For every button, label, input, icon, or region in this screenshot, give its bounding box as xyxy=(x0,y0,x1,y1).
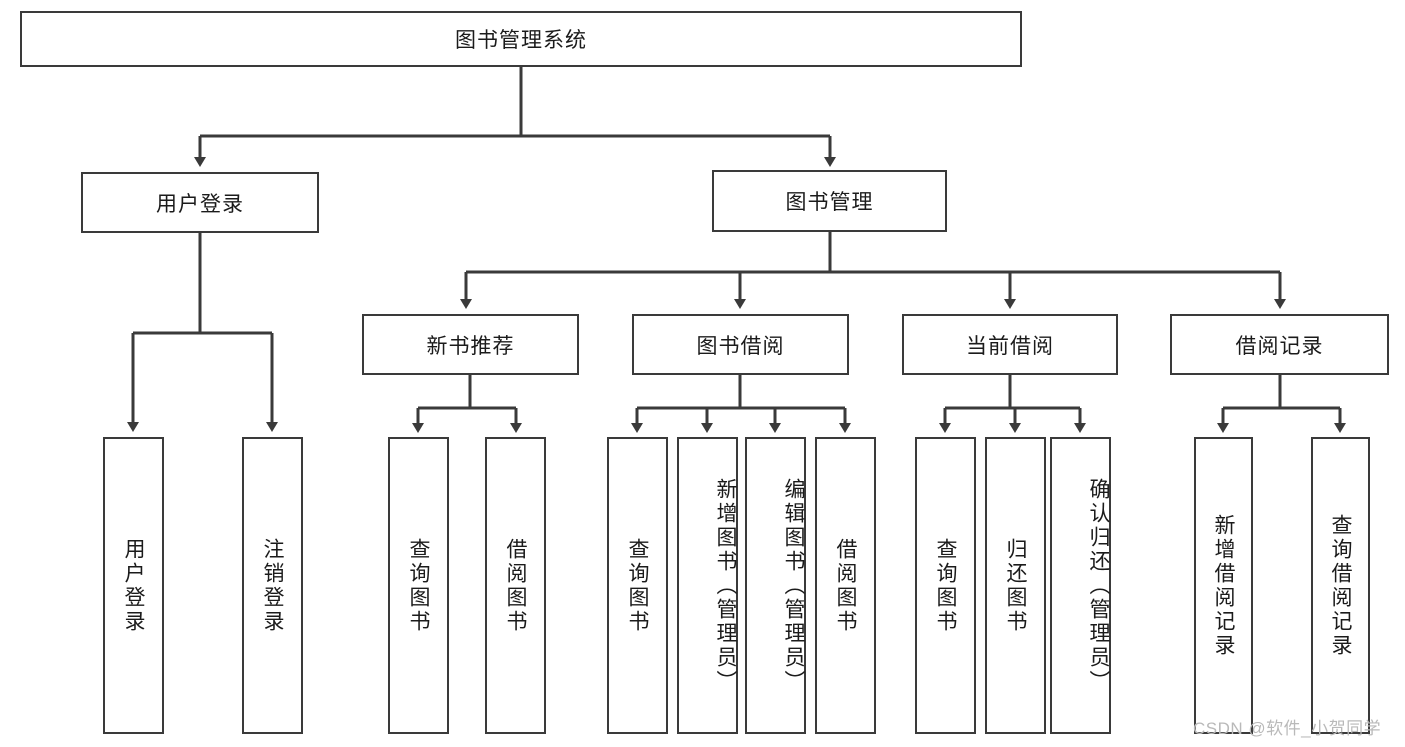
leaf-query-borrow-record[interactable]: 查询借阅记录 xyxy=(1311,437,1370,734)
node-book-management[interactable]: 图书管理 xyxy=(712,170,947,232)
leaf-logout[interactable]: 注销登录 xyxy=(242,437,303,734)
leaf-add-book-admin[interactable]: 新增图书（管理员） xyxy=(677,437,738,734)
leaf-user-login[interactable]: 用户登录 xyxy=(103,437,164,734)
leaf-add-borrow-record[interactable]: 新增借阅记录 xyxy=(1194,437,1253,734)
node-current-borrow[interactable]: 当前借阅 xyxy=(902,314,1118,375)
leaf-edit-book-admin[interactable]: 编辑图书（管理员） xyxy=(745,437,806,734)
node-user-login[interactable]: 用户登录 xyxy=(81,172,319,233)
leaf-query-book-2[interactable]: 查询图书 xyxy=(607,437,668,734)
leaf-borrow-book-2[interactable]: 借阅图书 xyxy=(815,437,876,734)
leaf-return-book[interactable]: 归还图书 xyxy=(985,437,1046,734)
node-new-book-recommend[interactable]: 新书推荐 xyxy=(362,314,579,375)
leaf-query-book-3[interactable]: 查询图书 xyxy=(915,437,976,734)
node-root[interactable]: 图书管理系统 xyxy=(20,11,1022,67)
leaf-query-book-1[interactable]: 查询图书 xyxy=(388,437,449,734)
leaf-borrow-book-1[interactable]: 借阅图书 xyxy=(485,437,546,734)
leaf-confirm-return-admin[interactable]: 确认归还（管理员） xyxy=(1050,437,1111,734)
csdn-watermark: CSDN @软件_小贺同学 xyxy=(1193,719,1382,738)
node-borrow-record[interactable]: 借阅记录 xyxy=(1170,314,1389,375)
node-book-borrow[interactable]: 图书借阅 xyxy=(632,314,849,375)
